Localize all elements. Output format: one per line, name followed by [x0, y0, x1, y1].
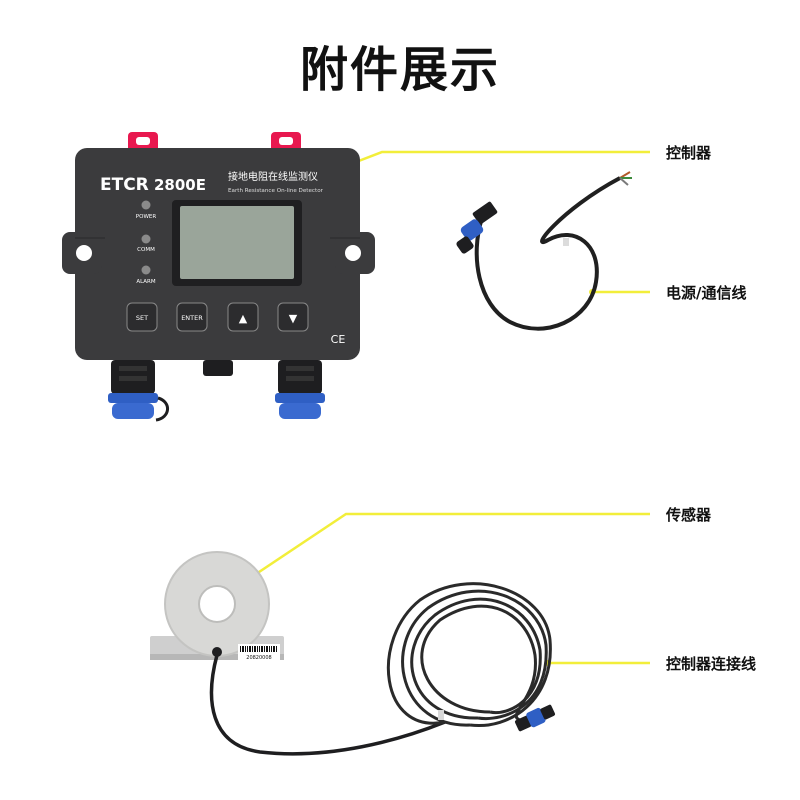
alarm-label: ALARM — [136, 279, 156, 285]
left-connector — [108, 360, 169, 422]
device-model: 2800E — [154, 176, 206, 194]
sensor-callout-line — [249, 512, 650, 580]
barcode — [240, 646, 277, 652]
power-led — [141, 200, 151, 210]
right-screw-hole — [345, 245, 361, 261]
sensor-core-hole — [199, 586, 235, 622]
device-name-en: Earth Resistance On-line Detector — [228, 188, 324, 194]
controller-device: ETCR 2800E 接地电阻在线监测仪 Earth Resistance On… — [62, 132, 375, 422]
center-port — [203, 360, 233, 376]
sensor-callout-label: 传感器 — [666, 506, 712, 524]
controller-connect-cable — [209, 582, 556, 756]
set-button-label: SET — [136, 314, 148, 322]
device-name-cn: 接地电阻在线监测仪 — [228, 170, 318, 183]
alarm-led — [141, 265, 151, 275]
power-cable-clip — [563, 238, 569, 246]
power-cable-plug — [456, 201, 498, 254]
connect-cable-clip — [438, 710, 444, 720]
right-connector — [275, 360, 325, 419]
up-button-label: ▲ — [239, 312, 248, 325]
enter-button-label: ENTER — [181, 314, 203, 322]
ce-mark: CE — [331, 333, 346, 346]
power-comm-cable — [456, 171, 632, 331]
down-button[interactable] — [277, 302, 309, 332]
lcd-screen — [180, 206, 294, 279]
enter-button[interactable] — [176, 302, 208, 332]
device-brand: ETCR — [100, 175, 149, 195]
comm-label: COMM — [137, 247, 155, 253]
connect-cable-plug — [514, 704, 556, 732]
controller-callout-line — [329, 150, 650, 174]
comm-led — [141, 234, 151, 244]
page-title: 附件展示 — [299, 42, 500, 98]
set-button[interactable] — [126, 302, 158, 332]
power-comm-cable-callout-label: 电源/通信线 — [666, 284, 747, 302]
current-sensor: 20820008 — [150, 551, 284, 661]
power-label: POWER — [136, 214, 157, 220]
barcode-text: 20820008 — [246, 655, 271, 661]
callout-dots — [545, 289, 595, 666]
connect-cable-callout-label: 控制器连接线 — [666, 655, 757, 673]
controller-callout-label: 控制器 — [666, 144, 712, 162]
up-button[interactable] — [227, 302, 259, 332]
down-button-label: ▼ — [289, 312, 298, 325]
left-screw-hole — [76, 245, 92, 261]
